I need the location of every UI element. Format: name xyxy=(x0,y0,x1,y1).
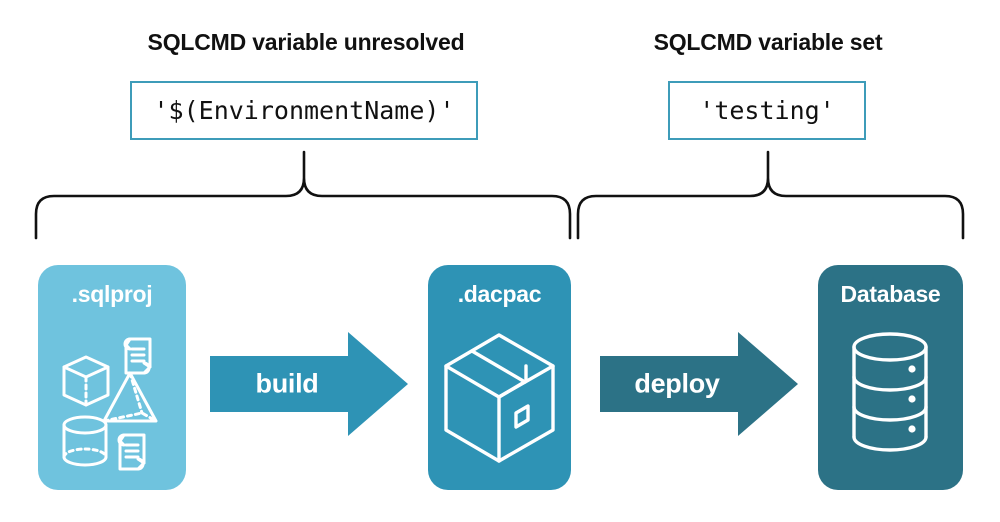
stage-box-dacpac: .dacpac xyxy=(428,265,571,490)
heading-sqlcmd-variable-set: SQLCMD variable set xyxy=(653,29,883,55)
brace-left-unresolved xyxy=(34,150,572,240)
code-box-testing: 'testing' xyxy=(668,81,866,140)
arrow-build: build xyxy=(210,330,410,438)
stage-box-database: Database xyxy=(818,265,963,490)
brace-right-set xyxy=(576,150,965,240)
package-box-icon xyxy=(444,333,555,463)
stage-label-database: Database xyxy=(840,281,941,307)
heading-sqlcmd-variable-unresolved: SQLCMD variable unresolved xyxy=(147,29,465,55)
arrow-build-path xyxy=(210,332,408,436)
arrow-deploy: deploy xyxy=(600,330,800,438)
arrow-deploy-shape xyxy=(600,332,798,436)
arrow-deploy-path xyxy=(600,332,798,436)
stage-label-dacpac: .dacpac xyxy=(457,281,542,307)
database-cylinder-icon xyxy=(852,332,928,452)
stage-label-sqlproj: .sqlproj xyxy=(71,281,153,307)
project-shapes-icon xyxy=(62,337,158,471)
arrow-build-shape xyxy=(210,332,408,436)
code-box-environment-name: '$(EnvironmentName)' xyxy=(130,81,478,140)
stage-box-sqlproj: .sqlproj xyxy=(38,265,186,490)
